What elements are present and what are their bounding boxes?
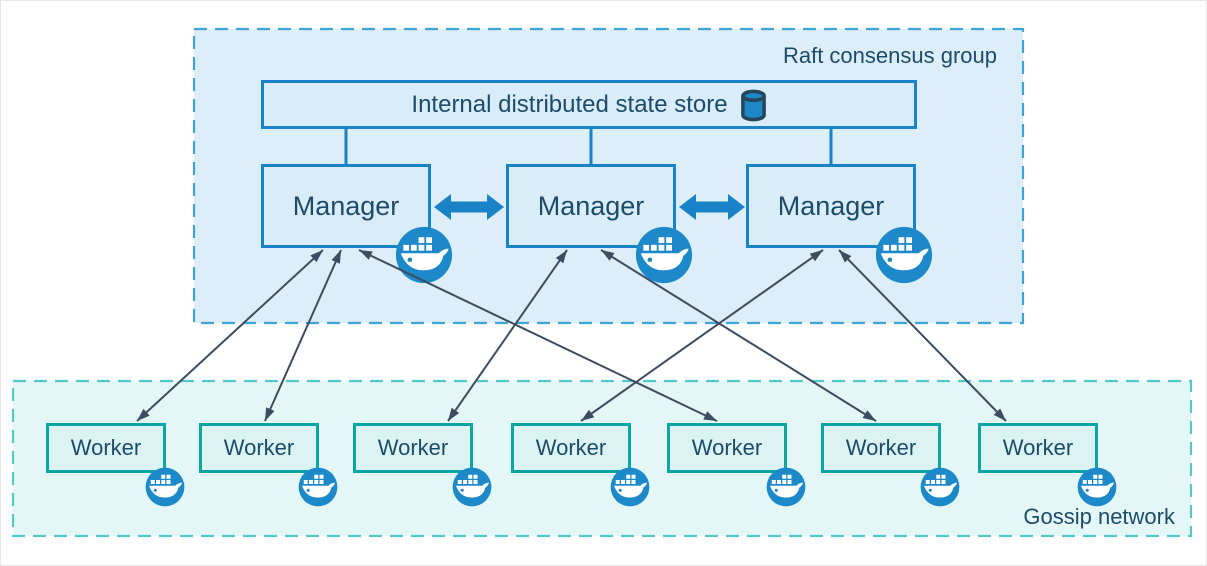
worker-node: Worker bbox=[511, 423, 631, 473]
worker-label: Worker bbox=[1002, 435, 1074, 460]
docker-whale-icon bbox=[766, 467, 806, 507]
state-store-label: Internal distributed state store bbox=[411, 90, 728, 118]
worker-label: Worker bbox=[70, 435, 142, 460]
worker-node: Worker bbox=[199, 423, 319, 473]
worker-node: Worker bbox=[46, 423, 166, 473]
docker-whale-icon bbox=[920, 467, 960, 507]
worker-node: Worker bbox=[353, 423, 473, 473]
docker-whale-icon bbox=[875, 226, 933, 284]
worker-label: Worker bbox=[691, 435, 763, 460]
state-store-box: Internal distributed state store bbox=[261, 80, 917, 129]
docker-whale-icon bbox=[298, 467, 338, 507]
gossip-group-label: Gossip network bbox=[1023, 504, 1175, 529]
worker-node: Worker bbox=[667, 423, 787, 473]
docker-whale-icon bbox=[395, 226, 453, 284]
docker-whale-icon bbox=[145, 467, 185, 507]
docker-whale-icon bbox=[1077, 467, 1117, 507]
worker-node: Worker bbox=[821, 423, 941, 473]
worker-label: Worker bbox=[377, 435, 449, 460]
raft-group-label: Raft consensus group bbox=[782, 43, 997, 68]
manager-node: Manager bbox=[506, 164, 676, 248]
database-icon bbox=[740, 89, 766, 122]
manager-label: Manager bbox=[777, 190, 885, 221]
worker-label: Worker bbox=[535, 435, 607, 460]
manager-label: Manager bbox=[537, 190, 645, 221]
worker-label: Worker bbox=[845, 435, 917, 460]
docker-whale-icon bbox=[635, 226, 693, 284]
docker-whale-icon bbox=[452, 467, 492, 507]
worker-label: Worker bbox=[223, 435, 295, 460]
worker-node: Worker bbox=[978, 423, 1098, 473]
docker-whale-icon bbox=[610, 467, 650, 507]
manager-node: Manager bbox=[261, 164, 431, 248]
manager-label: Manager bbox=[292, 190, 400, 221]
